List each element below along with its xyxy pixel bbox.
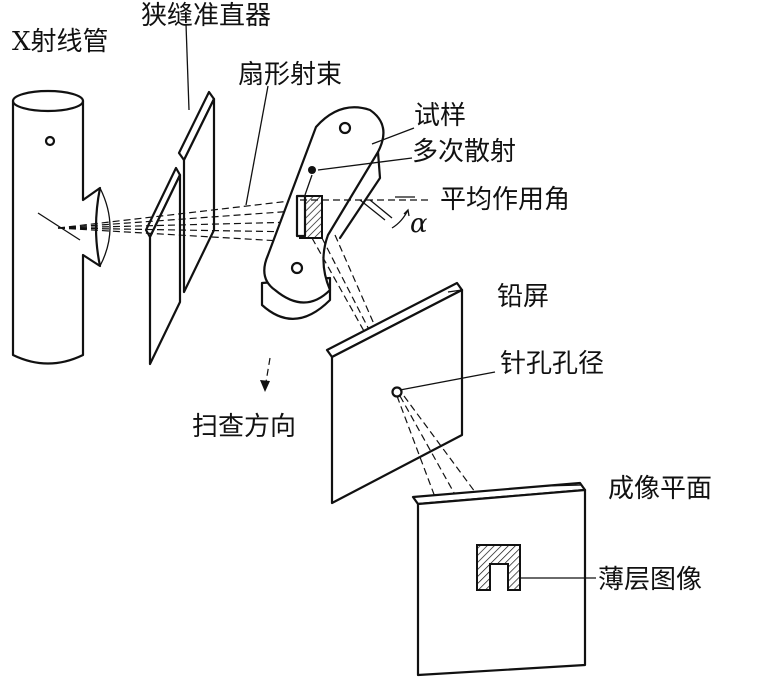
fan-beam-label: 扇形射束 (238, 60, 342, 90)
image-beam (396, 395, 479, 506)
imaging-plane (411, 481, 587, 677)
scan-direction-arrow (260, 357, 271, 392)
lead-screen (325, 281, 464, 505)
xray-tube (11, 89, 111, 365)
multiple-scatter-label: 多次散射 (412, 137, 516, 167)
layer-image-label: 薄层图像 (598, 565, 702, 595)
leader-lines (185, 23, 596, 579)
lead-screen-label: 铅屏 (497, 282, 549, 312)
imaging-plane-label: 成像平面 (608, 474, 712, 504)
pinhole-diameter-label: 针孔孔径 (500, 349, 604, 379)
specimen-label: 试样 (414, 101, 466, 131)
xray-tube-label: X射线管 (12, 27, 109, 57)
fan-beam (57, 200, 301, 243)
specimen (260, 106, 430, 320)
slit-collimator (144, 90, 216, 366)
scan-direction-label: 扫查方向 (192, 412, 296, 442)
alpha-label: α (410, 209, 428, 239)
slit-collimator-label: 狭缝准直器 (141, 1, 271, 31)
mean-action-angle-label: 平均作用角 (440, 185, 570, 215)
mean-angle-marker (359, 196, 415, 229)
